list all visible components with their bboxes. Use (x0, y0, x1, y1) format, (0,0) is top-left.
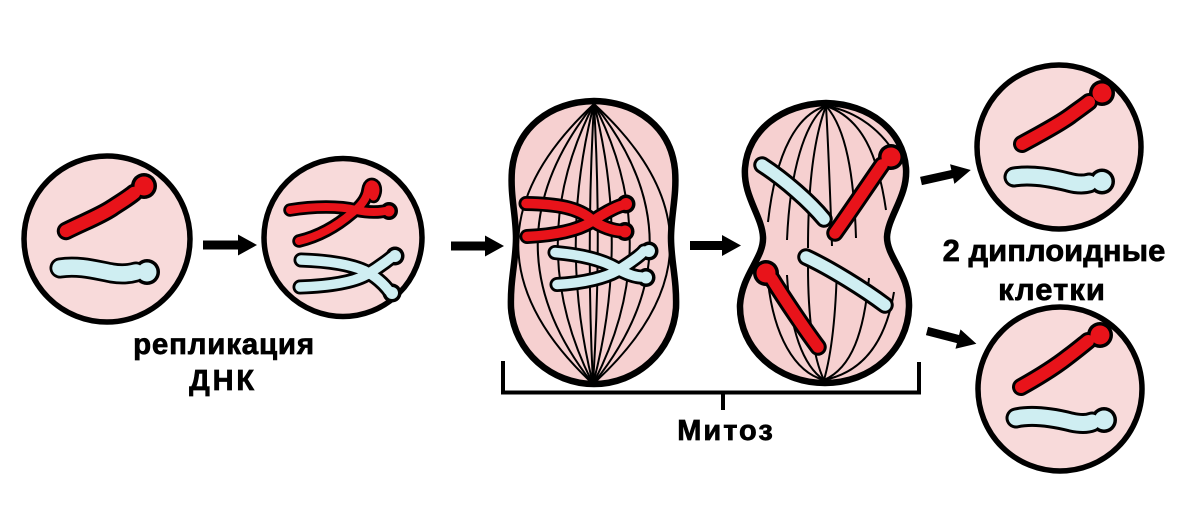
svg-text:ДНК: ДНК (189, 365, 257, 397)
svg-text:клетки: клетки (998, 272, 1106, 307)
svg-text:Митоз: Митоз (677, 415, 775, 447)
svg-text:2 диплоидные: 2 диплоидные (943, 233, 1166, 268)
svg-text:репликация: репликация (133, 328, 315, 361)
